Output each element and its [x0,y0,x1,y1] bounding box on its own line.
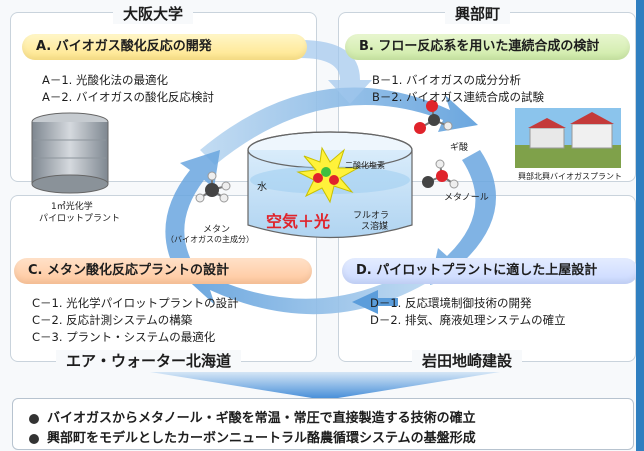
org-osaka-university: 大阪大学 [113,3,194,24]
org-okoppe-town: 興部町 [445,3,511,24]
arrow-left-arc [165,150,220,270]
label-pilot-plant-2: パイロットプラント [39,214,121,224]
outcome-2-text: 興部町をモデルとしたカーボンニュートラル酪農循環システムの基盤形成 [47,431,476,446]
org-iwata-chizaki: 岩田地崎建設 [412,350,523,371]
task-c-3: C－3. プラント・システムの最適化 [32,330,216,344]
label-methane: メタン [203,225,231,235]
section-a-title: A. バイオガス酸化反応の開発 [22,34,307,60]
task-b-2: B－2. バイオガス連続合成の試験 [372,90,545,104]
section-b-title: B. フロー反応系を用いた連続合成の検討 [345,34,630,60]
label-methane-note: （バイオガスの主成分） [166,235,254,244]
arrow-top-arc [200,87,478,165]
task-c-2: C－2. 反応計測システムの構築 [32,313,193,327]
label-fluorous-2: ス溶媒 [361,222,389,232]
org-air-water-hokkaido: エア・ウォーター北海道 [56,350,242,371]
label-air-light: 空気＋光 [266,212,331,231]
label-methanol: メタノール [444,193,489,203]
label-fluorous-1: フルオラ [353,211,390,221]
task-a-1: A－1. 光酸化法の最適化 [42,73,168,87]
label-formic-acid: ギ酸 [450,143,469,153]
arrow-into-d [352,290,398,314]
task-a-2: A－2. バイオガスの酸化反応検討 [42,90,214,104]
arrow-upper-right [300,40,372,104]
outcome-1: バイオガスからメタノール・ギ酸を常温・常圧で直接製造する技術の確立 [29,407,476,426]
outcomes-box: バイオガスからメタノール・ギ酸を常温・常圧で直接製造する技術の確立 興部町をモデ… [12,398,634,450]
arrow-down-funnel [150,372,500,398]
section-c-title: C. メタン酸化反応プラントの設計 [14,258,312,284]
label-chlorine-dioxide: 二酸化塩素 [345,161,385,170]
section-d-title: D. パイロットプラントに適した上屋設計 [342,258,638,284]
task-b-1: B－1. バイオガスの成分分析 [372,73,522,87]
task-d-2: D－2. 排気、廃液処理システムの確立 [370,313,566,327]
bullet-icon [29,413,39,424]
arrow-right-arc [430,150,496,285]
task-d-1: D－1. 反応環境制御技術の開発 [370,296,532,310]
task-c-1: C－1. 光化学パイロットプラントの設計 [32,296,239,310]
outcome-2: 興部町をモデルとしたカーボンニュートラル酪農循環システムの基盤形成 [29,427,476,446]
label-water: 水 [257,182,267,193]
window-edge [636,0,644,451]
outcome-1-text: バイオガスからメタノール・ギ酸を常温・常圧で直接製造する技術の確立 [47,411,476,426]
label-pilot-plant-1: 1㎥光化学 [51,202,93,212]
bullet-icon [29,433,39,444]
label-biogas-plant: 興部北興バイオガスプラント [518,172,622,181]
